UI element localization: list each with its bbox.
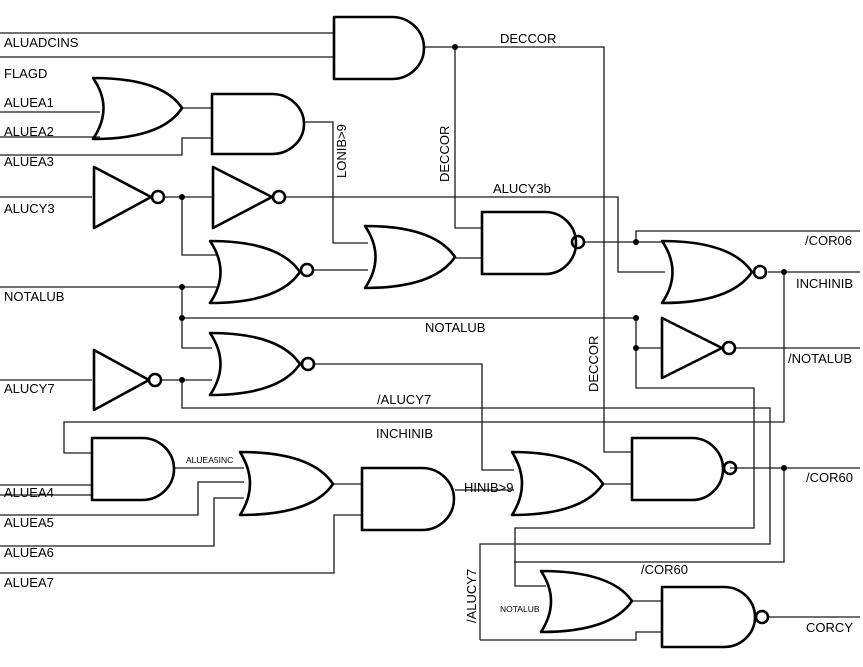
- and-gate: [332, 15, 426, 81]
- junction-dot: [179, 284, 185, 290]
- input-label-aluea5: ALUEA5: [4, 515, 54, 530]
- junction-dot: [179, 315, 185, 321]
- output-label-notalub: /NOTALUB: [788, 351, 852, 366]
- or-gate: [660, 239, 754, 305]
- inversion-bubble: [722, 460, 738, 476]
- and-gate: [630, 436, 725, 502]
- gates: [90, 15, 770, 649]
- and-gate: [660, 585, 757, 649]
- labels: ALUADCINS FLAGD ALUEA1 ALUEA2 ALUEA3 ALU…: [4, 31, 853, 635]
- inversion-bubble: [271, 189, 287, 205]
- junction-dot: [179, 377, 185, 383]
- inversion-bubble: [721, 340, 737, 356]
- wires: [0, 32, 860, 641]
- junction-dot: [633, 315, 639, 321]
- net-label-notalub-mid: NOTALUB: [425, 320, 485, 335]
- net-label-inchinib-mid: INCHINIB: [376, 426, 433, 441]
- net-label-lonib: LONIB>9: [334, 124, 349, 178]
- output-label-corcy: CORCY: [806, 620, 853, 635]
- net-label-alucy7-inv: /ALUCY7: [377, 392, 431, 407]
- inversion-bubble: [300, 356, 316, 372]
- junction-dot: [452, 44, 458, 50]
- input-label-aluea7: ALUEA7: [4, 575, 54, 590]
- net-label-deccor-vertical2: DECCOR: [586, 336, 601, 392]
- junctions: [179, 44, 787, 471]
- net-label-aluea5inc: ALUEA5INC: [186, 455, 233, 465]
- input-label-aluea2: ALUEA2: [4, 124, 54, 139]
- inversion-bubble: [299, 262, 315, 278]
- net-label-hinib: HINIB>9: [464, 480, 514, 495]
- or-gate: [208, 331, 302, 397]
- inverter-gate: [92, 165, 153, 230]
- net-label-notalub-small: NOTALUB: [500, 604, 540, 614]
- junction-dot: [633, 345, 639, 351]
- junction-dot: [781, 269, 787, 275]
- net-label-alucy7-vertical: /ALUCY7: [464, 569, 479, 623]
- input-label-aluea3: ALUEA3: [4, 154, 54, 169]
- input-label-aluea1: ALUEA1: [4, 95, 54, 110]
- inversion-bubble: [147, 372, 163, 388]
- or-gate: [363, 224, 457, 290]
- or-gate: [539, 569, 634, 634]
- inverter-gate: [92, 348, 151, 412]
- net-label-alucy3b: ALUCY3b: [493, 181, 551, 196]
- junction-dot: [633, 239, 639, 245]
- input-label-aluadcins: ALUADCINS: [4, 35, 79, 50]
- inversion-bubble: [754, 609, 770, 625]
- output-label-cor06: /COR06: [805, 233, 852, 248]
- and-gate: [360, 466, 456, 532]
- and-gate: [480, 210, 578, 276]
- or-gate: [510, 450, 605, 517]
- and-gate: [90, 436, 176, 502]
- inversion-bubble: [752, 264, 768, 280]
- inverter-gate: [660, 316, 724, 380]
- input-label-flagd: FLAGD: [4, 66, 47, 81]
- inversion-bubble: [150, 189, 166, 205]
- net-label-cor60-mid: /COR60: [641, 562, 688, 577]
- inverter-gate: [211, 165, 274, 230]
- and-gate: [210, 92, 306, 156]
- input-label-alucy7: ALUCY7: [4, 381, 55, 396]
- junction-dot: [179, 194, 185, 200]
- inversion-bubble: [570, 234, 586, 250]
- or-gate: [208, 239, 302, 305]
- input-label-notalub: NOTALUB: [4, 289, 64, 304]
- junction-dot: [781, 465, 787, 471]
- input-label-aluea6: ALUEA6: [4, 545, 54, 560]
- net-label-deccor-top: DECCOR: [500, 31, 556, 46]
- input-label-alucy3: ALUCY3: [4, 201, 55, 216]
- net-label-deccor-vertical: DECCOR: [437, 126, 452, 182]
- or-gate: [91, 76, 184, 141]
- output-label-inchinib: INCHINIB: [796, 276, 853, 291]
- input-label-aluea4: ALUEA4: [4, 485, 54, 500]
- or-gate: [238, 450, 335, 517]
- output-label-cor60: /COR60: [806, 470, 853, 485]
